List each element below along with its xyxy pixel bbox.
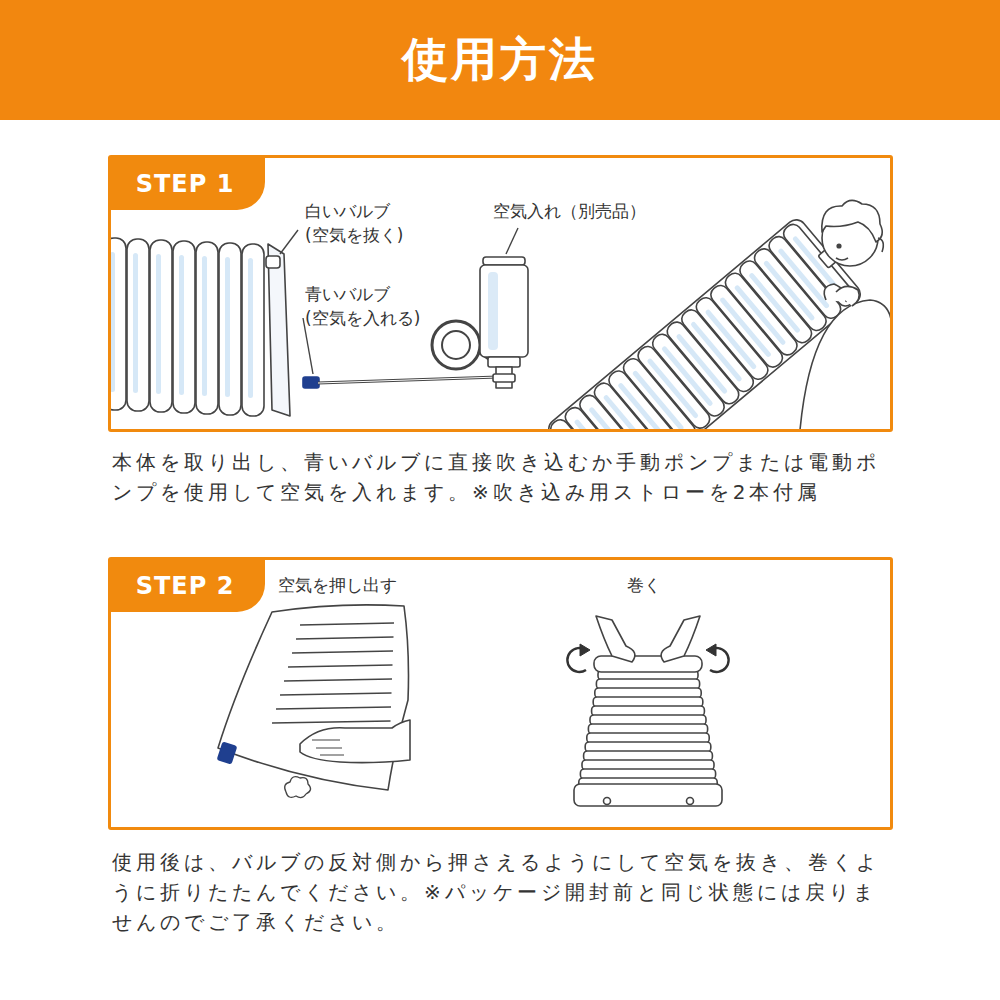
step-tab: STEP 2 — [111, 560, 265, 612]
step-tab: STEP 1 — [111, 158, 265, 210]
valve-label: 白いバルブ (空気を抜く) — [305, 199, 435, 247]
step-label: 空気を押し出す — [278, 573, 397, 597]
step-label: 巻く — [627, 573, 661, 597]
page-title: 使用方法 — [0, 0, 1000, 120]
step-panel: STEP 1 — [108, 155, 893, 432]
instruction-note: 使用後は、バルブの反対側から押さえるようにして空気を抜き、巻くように折りたたんで… — [112, 847, 894, 937]
valve-label: 青いバルブ (空気を入れる) — [305, 282, 445, 330]
pump-label: 空気入れ（別売品） — [493, 199, 646, 223]
step-panel: STEP 2 — [108, 557, 893, 830]
instruction-note: 本体を取り出し、青いバルブに直接吹き込むか手動ポンプまたは電動ポンプを使用して空… — [112, 447, 894, 507]
